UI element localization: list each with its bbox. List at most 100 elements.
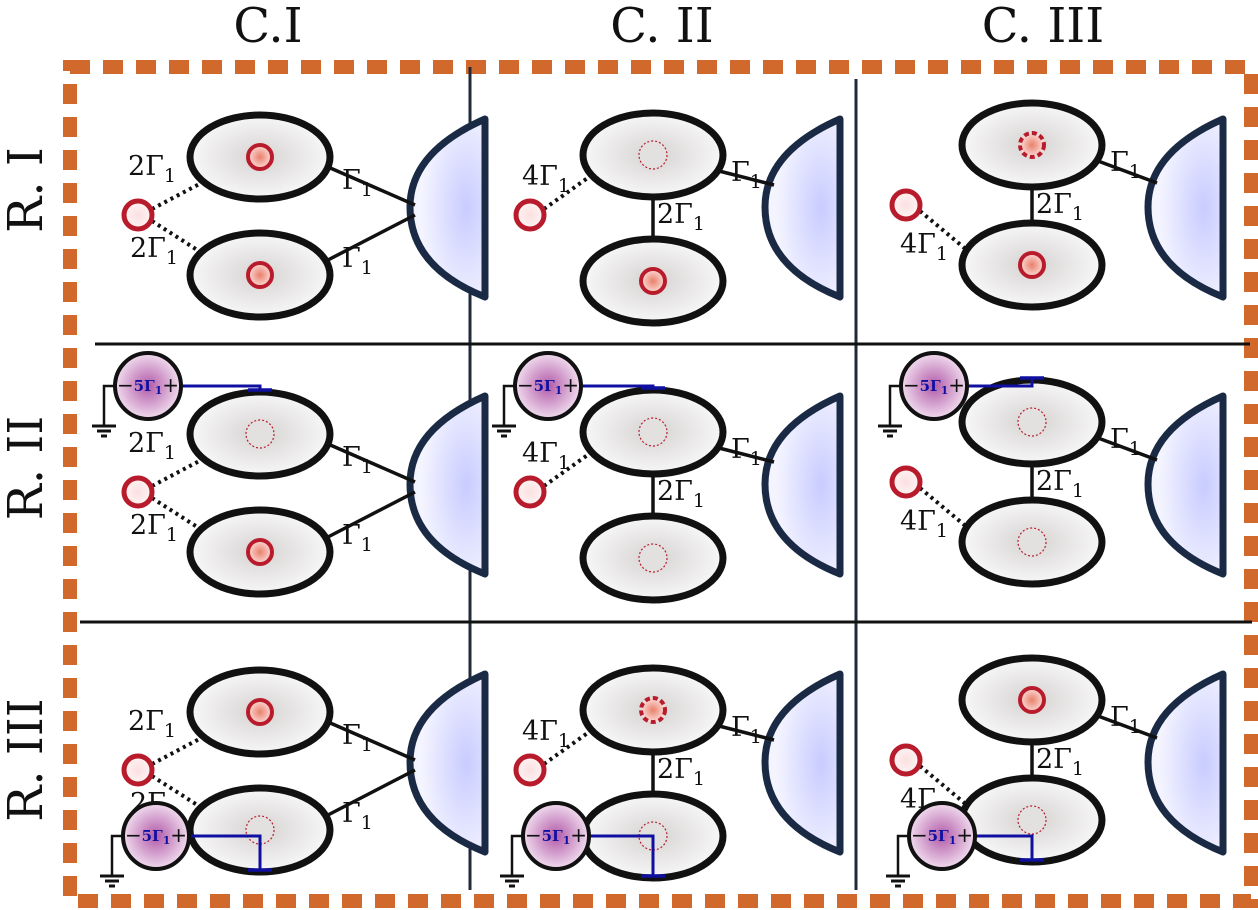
cell-r1-c1-mirror: [406, 115, 489, 301]
cell-r2-c3-rate-top-mirror: Γ1: [1110, 424, 1141, 460]
cell-r3-c2-capacitor-plus: +: [570, 823, 587, 847]
row-header-2: R. II: [0, 416, 54, 521]
cell-r2-c3: 4Γ1 Γ1 2Γ1 5Γ1− +: [878, 351, 1227, 588]
cell-r2-c1-rate-top-mirror: Γ1: [342, 442, 373, 478]
cell-r2-c2-rate-top-mirror: Γ1: [731, 434, 762, 470]
cell-r2-c2-coupling-top-mirror: [718, 446, 775, 464]
cell-r1-c2-rate-top-bottom: 2Γ1: [657, 199, 705, 235]
cell-r2-c3-capacitor-minus: −: [903, 373, 920, 397]
cell-r3-c2-atom-top: [639, 696, 667, 724]
cell-r2-c3-atom-top: [1017, 407, 1047, 437]
cell-r1-c3-mirror: [1144, 115, 1227, 301]
cell-r1-c3-rate-top-mirror: Γ1: [1110, 147, 1141, 183]
cell-r3-c3-capacitor-minus: −: [911, 823, 928, 847]
cell-r3-c2-mirror: [761, 670, 844, 856]
cell-r2-c2-capacitor-ground-wire: [502, 384, 514, 426]
cell-r1-c1-rate-top-mirror: Γ1: [342, 165, 373, 201]
cell-r2-c3-capacitor-body: [899, 351, 969, 421]
cell-r2-c1-capacitor-body: [113, 351, 183, 421]
cell-r3-c2-capacitor-ground-wire: [510, 834, 522, 876]
cell-r3-c1-capacitor-minus: −: [125, 823, 142, 847]
cell-r2-c3-capacitor-plus: +: [948, 373, 965, 397]
cell-r1-c3-rate-emitter-bottom: 4Γ1: [900, 229, 948, 265]
cell-r2-c2-capacitor-plus: +: [562, 373, 579, 397]
column-header-2: C. II: [610, 0, 713, 54]
cell-r3-c2-capacitor-wire: [590, 834, 655, 876]
cell-r2-c1-coupling-emitter-top: [151, 456, 206, 488]
cell-r2-c1-mirror: [406, 392, 489, 578]
cell-r1-c2-mirror: [761, 115, 844, 301]
cell-r3-c2-capacitor-minus: −: [525, 823, 542, 847]
cell-r1-c2-rate-top-mirror: Γ1: [731, 157, 762, 193]
cell-r2-c1-rate-emitter-bottom: 2Γ1: [130, 510, 178, 546]
cell-r3-c2-rate-top-mirror: Γ1: [731, 712, 762, 748]
cell-r2-c1-coupling-top-mirror: [327, 442, 416, 484]
cell-r3-c3-capacitor-plus: +: [956, 823, 973, 847]
cell-r2-c1-capacitor-minus: −: [117, 373, 134, 397]
cell-r3-c1-capacitor-wire: [190, 834, 262, 870]
cell-r2-c2-rate-top-bottom: 2Γ1: [657, 476, 705, 512]
cell-r2-c3-atom-bottom: [1017, 527, 1047, 557]
cell-r2-c2-mirror: [761, 392, 844, 578]
cell-r3-c3-rate-top-mirror: Γ1: [1110, 702, 1141, 738]
cell-r1-c3-atom-top: [1018, 131, 1046, 159]
cell-r3-c1-atom-top: [246, 698, 274, 726]
cell-r3-c3-mirror: [1144, 670, 1227, 856]
cell-r3-c3-atom-top: [1018, 686, 1046, 714]
cell-r3-c3-atom-bottom: [1017, 805, 1047, 835]
cell-r2-c1-rate-emitter-top: 2Γ1: [128, 428, 176, 464]
cell-r3-c2-coupling-emitter-top: [542, 730, 591, 766]
cell-r1-c1-emitter: [121, 198, 155, 232]
cell-r1-c3-atom-bottom: [1018, 251, 1046, 279]
cell-r3-c1-capacitor-label: 5Γ1: [142, 827, 171, 847]
cell-r2-c3-capacitor-ground-wire: [888, 384, 900, 426]
cell-r3-c2-emitter: [513, 753, 547, 787]
cell-r3-c1-rate-top-mirror: Γ1: [342, 720, 373, 756]
cell-r3-c2-rate-top-bottom: 2Γ1: [657, 754, 705, 790]
cell-r2-c1-coupling-emitter-bottom: [150, 496, 204, 532]
cell-r2-c2-capacitor-label: 5Γ1: [534, 377, 563, 397]
cell-r3-c3-capacitor-label: 5Γ1: [928, 827, 957, 847]
cell-r3-c1-rate-emitter-top: 2Γ1: [128, 706, 176, 742]
cell-r1-c3-coupling-top-mirror: [1097, 159, 1158, 185]
cell-r3-c2-coupling-top-mirror: [718, 724, 775, 742]
cell-r2-c2-atom-bottom: [638, 543, 668, 573]
cell-r3-c1-coupling-emitter-top: [151, 734, 206, 766]
cell-r1-c2-emitter: [513, 198, 547, 232]
column-header-3: C. III: [982, 0, 1104, 54]
cell-r2-c2-emitter: [513, 475, 547, 509]
cell-r2-c3-rate-top-bottom: 2Γ1: [1036, 466, 1084, 502]
cell-r1-c1-atom-top: [246, 143, 274, 171]
cell-r1-c1-atom-bottom: [246, 261, 274, 289]
cell-r3-c1-capacitor-ground-wire: [110, 834, 122, 876]
cell-r3-c1-coupling-emitter-bottom: [150, 774, 204, 810]
dashed-frame: [63, 60, 1258, 908]
cell-r2-c1-rate-bottom-mirror: Γ1: [342, 520, 373, 556]
cell-r2-c2-atom-top: [638, 417, 668, 447]
cell-r2-c1-capacitor-ground-wire: [102, 384, 114, 426]
cell-r1-c1-coupling-emitter-top: [151, 179, 206, 211]
cell-r3-c2-rate-emitter-top: 4Γ1: [522, 716, 570, 752]
cell-r2-c3-capacitor-label: 5Γ1: [920, 377, 949, 397]
cell-r1-c2-atom-top: [638, 140, 668, 170]
cell-r2-c3-rate-emitter-bottom: 4Γ1: [900, 506, 948, 542]
cell-r1-c1-coupling-emitter-bottom: [150, 219, 204, 255]
cell-r3-c1-capacitor-plus: +: [170, 823, 187, 847]
cell-r2-c3-coupling-top-mirror: [1097, 436, 1158, 462]
cell-r2-c1-emitter: [121, 475, 155, 509]
cell-r2-c1-coupling-bottom-mirror: [325, 490, 416, 540]
cell-r3-c3-capacitor-body: [907, 801, 977, 871]
row-header-3: R. III: [0, 698, 54, 822]
cell-r3-c3-capacitor-wire: [976, 834, 1034, 860]
cell-r1-c2-coupling-emitter-top: [542, 175, 591, 211]
cell-r3-c1-rate-bottom-mirror: Γ1: [342, 798, 373, 834]
row-header-1: R. I: [0, 147, 54, 233]
cell-r3-c3-rate-top-bottom: 2Γ1: [1036, 744, 1084, 780]
cell-r2-c2-capacitor-minus: −: [517, 373, 534, 397]
cell-r1-c2-coupling-top-mirror: [718, 169, 775, 187]
